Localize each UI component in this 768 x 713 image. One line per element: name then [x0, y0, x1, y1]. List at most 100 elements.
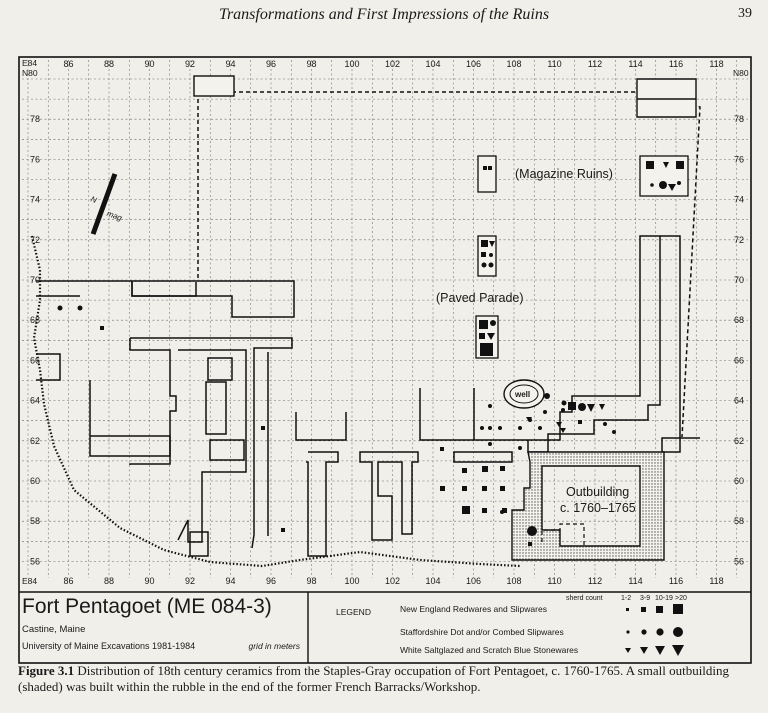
corner-east-top: E84 — [22, 58, 37, 68]
page-number: 39 — [738, 6, 752, 21]
y-tick-label-right: 60 — [734, 476, 744, 486]
outbuilding-date-label: c. 1760–1765 — [560, 501, 636, 515]
y-tick-label-left: 68 — [30, 315, 40, 325]
x-tick-label-top: 98 — [306, 59, 316, 69]
x-tick-label-top: 86 — [63, 59, 73, 69]
legend-row-stonewares: White Saltglazed and Scratch Blue Stonew… — [400, 645, 579, 655]
legend-row-staffordshire: Staffordshire Dot and/or Combed Slipware… — [400, 627, 564, 637]
x-tick-label-bottom: 118 — [709, 576, 723, 586]
y-tick-label-left: 58 — [30, 516, 40, 526]
x-tick-label-top: 104 — [425, 59, 440, 69]
x-tick-label-top: 110 — [547, 59, 561, 69]
north-arrow: N mag — [89, 173, 124, 235]
hatched-ditch-edge — [30, 235, 521, 568]
x-tick-label-top: 92 — [185, 59, 195, 69]
y-tick-label-right: 58 — [734, 516, 744, 526]
x-tick-label-bottom: 86 — [63, 576, 73, 586]
y-tick-label-left: 70 — [30, 275, 40, 285]
y-tick-label-right: 64 — [734, 396, 744, 406]
site-title: Fort Pentagoet (ME 084-3) — [22, 595, 272, 618]
magazine-ruins-label: (Magazine Ruins) — [515, 167, 613, 181]
x-tick-label-bottom: 102 — [385, 576, 400, 586]
legend-bin-2: 3-9 — [640, 595, 651, 602]
legend-row-redwares: New England Redwares and Slipwares — [400, 604, 547, 614]
grid-note: grid in meters — [248, 641, 301, 651]
y-tick-label-right: 70 — [734, 275, 744, 285]
y-axis-left: 78 76 74 72 70 68 66 64 62 60 58 56 — [30, 114, 40, 566]
y-tick-label-right: 72 — [734, 235, 744, 245]
corner-east-bottom: E84 — [22, 576, 37, 586]
outbuilding-label: Outbuilding — [566, 485, 629, 499]
x-tick-label-bottom: 88 — [104, 576, 114, 586]
y-tick-label-right: 74 — [734, 195, 744, 205]
y-tick-label-right: 62 — [734, 436, 744, 446]
x-tick-label-bottom: 96 — [266, 576, 276, 586]
y-tick-label-right: 76 — [734, 154, 744, 164]
y-tick-label-left: 74 — [30, 195, 40, 205]
x-tick-label-top: 90 — [144, 59, 154, 69]
x-tick-label-top: 114 — [628, 59, 642, 69]
artifact-symbols — [57, 161, 684, 546]
y-tick-label-left: 66 — [30, 355, 40, 365]
x-tick-label-bottom: 100 — [344, 576, 359, 586]
x-tick-label-bottom: 116 — [669, 576, 683, 586]
x-tick-label-top: 102 — [385, 59, 400, 69]
legend-bin-3: 10-19 — [655, 595, 673, 602]
corner-north-right: N80 — [733, 68, 749, 78]
y-tick-label-right: 56 — [734, 556, 744, 566]
x-tick-label-bottom: 92 — [185, 576, 195, 586]
legend-symbols — [625, 604, 684, 656]
x-tick-label-top: 96 — [266, 59, 276, 69]
excavation-note: University of Maine Excavations 1981-198… — [22, 641, 196, 651]
north-arrow-sub: mag — [106, 209, 124, 223]
figure-label: Figure 3.1 — [18, 663, 75, 678]
grid-lines — [22, 60, 748, 578]
y-tick-label-left: 62 — [30, 436, 40, 446]
unit-magazine-west — [477, 155, 497, 193]
corner-north-left: N80 — [22, 68, 38, 78]
y-tick-label-left: 78 — [30, 114, 40, 124]
outbuilding-shaded-foundation — [511, 451, 665, 561]
figure-caption-text: Distribution of 18th century ceramics fr… — [18, 663, 730, 694]
legend-bin-4: >20 — [675, 595, 687, 602]
y-tick-label-left: 76 — [30, 154, 40, 164]
figure-caption: Figure 3.1 Distribution of 18th century … — [18, 663, 753, 695]
x-tick-label-bottom: 110 — [547, 576, 561, 586]
x-tick-label-bottom: 90 — [144, 576, 154, 586]
site-location: Castine, Maine — [22, 624, 86, 635]
y-tick-label-left: 64 — [30, 396, 40, 406]
outbuilding-dashed-hearth — [541, 523, 585, 548]
x-tick-label-bottom: 108 — [506, 576, 521, 586]
north-arrow-label: N — [89, 195, 98, 206]
y-axis-right: 78 76 74 72 70 68 66 64 62 60 58 56 — [734, 114, 744, 566]
x-tick-label-top: 100 — [344, 59, 359, 69]
x-tick-label-bottom: 114 — [628, 576, 642, 586]
northeast-corner-ruin — [636, 78, 697, 118]
x-tick-label-top: 88 — [104, 59, 114, 69]
x-tick-label-top: 106 — [466, 59, 481, 69]
x-tick-label-bottom: 94 — [225, 576, 235, 586]
y-tick-label-right: 78 — [734, 114, 744, 124]
running-header: Transformations and First Impressions of… — [218, 6, 550, 23]
legend-heading: LEGEND — [336, 607, 371, 617]
x-tick-label-bottom: 104 — [425, 576, 440, 586]
y-tick-label-right: 68 — [734, 315, 744, 325]
x-tick-label-top: 118 — [709, 59, 723, 69]
y-tick-label-right: 66 — [734, 355, 744, 365]
y-tick-label-left: 56 — [30, 556, 40, 566]
y-tick-label-left: 72 — [30, 235, 40, 245]
y-tick-label-left: 60 — [30, 476, 40, 486]
x-tick-label-bottom: 98 — [306, 576, 316, 586]
northwest-corner-ruin — [193, 75, 235, 97]
well-label: well — [514, 390, 530, 399]
paved-parade-label: (Paved Parade) — [436, 291, 524, 305]
test-units — [475, 155, 689, 359]
fort-perimeter-outline — [197, 91, 701, 438]
x-tick-label-top: 94 — [225, 59, 235, 69]
x-tick-label-bottom: 106 — [466, 576, 481, 586]
x-tick-label-top: 116 — [669, 59, 683, 69]
x-tick-label-top: 108 — [506, 59, 521, 69]
